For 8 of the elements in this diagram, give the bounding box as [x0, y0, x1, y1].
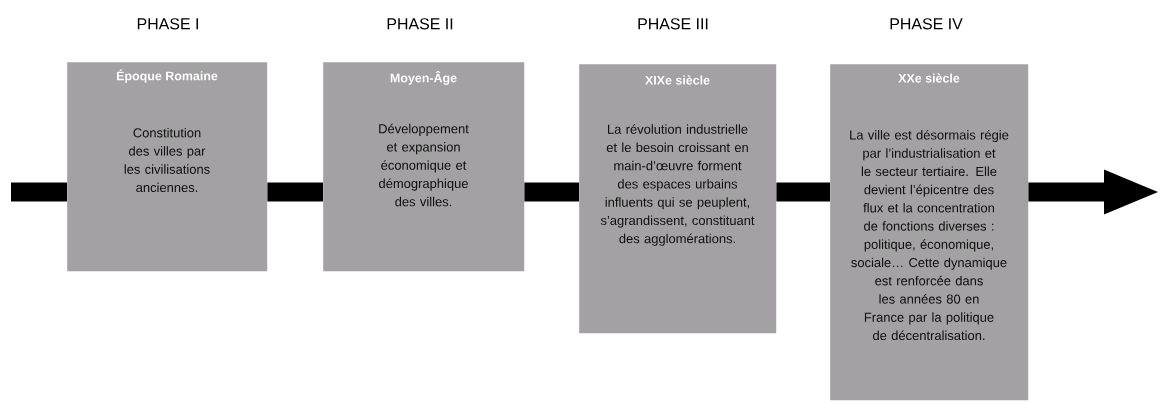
phase-box: XIXe siècle La révolution industrielle et le besoin croissant en main-d’œuvre forment des espaces urbains influents qui se peuplent, s’agrandissent, constituant des agglomérations.	[579, 64, 777, 334]
phase-heading: PHASE I	[137, 18, 198, 30]
phase-box: Moyen-Âge Développement et expansion économique et démographique des villes.	[323, 62, 525, 272]
phase-heading: PHASE IV	[890, 18, 963, 30]
phase-heading: PHASE II	[387, 18, 453, 30]
phase-heading: PHASE III	[638, 18, 708, 30]
phase-box: Époque Romaine Constitution des villes par les civilisations anciennes.	[67, 62, 268, 272]
phase-box: XXe siècle La ville est désormais régie par l’industrialisation et le secteur tertiaire. Elle devient l’épicentre des flux et la concentration de fonctions diverses : politique, économique, sociale… Cette dynamique est renforcée dans les années 80 en France par la politique de décentralisation.	[830, 64, 1029, 401]
